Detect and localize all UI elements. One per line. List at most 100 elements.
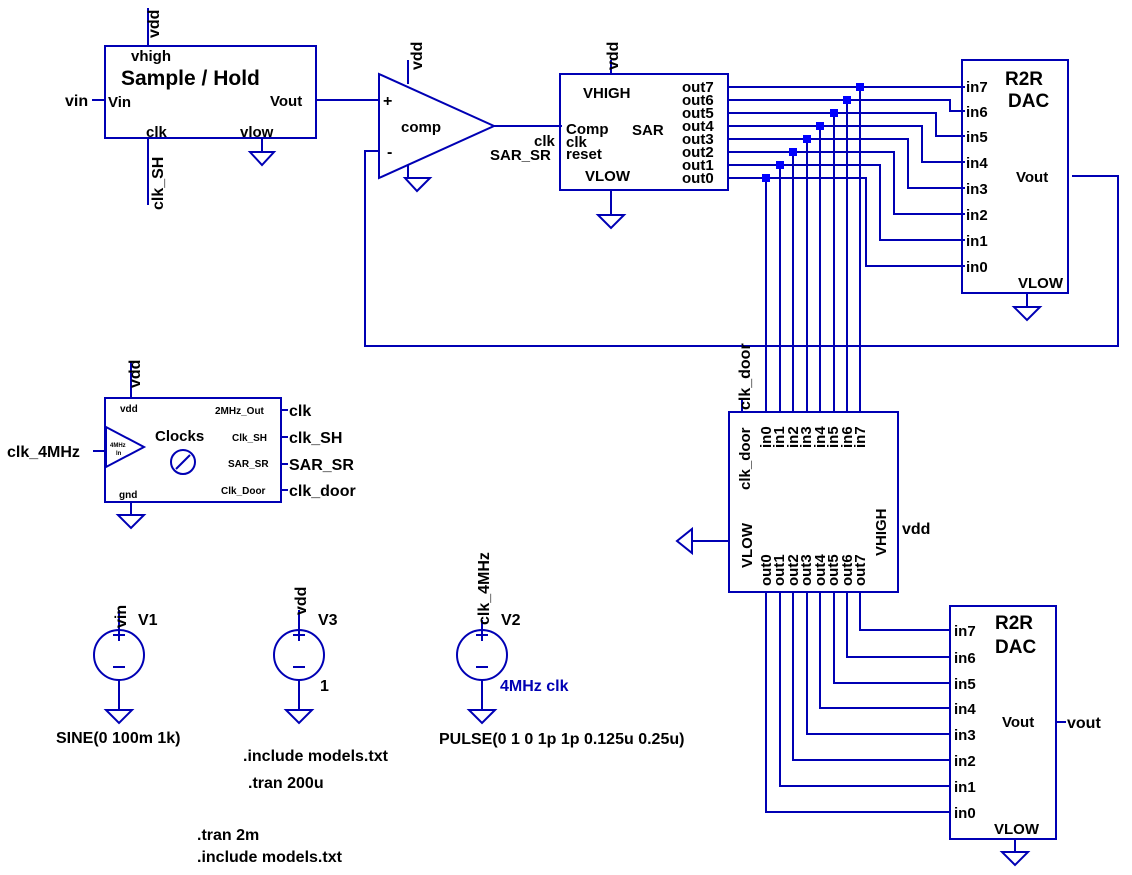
latch-in6-pin: in6 [839, 426, 856, 448]
dac1-in7-pin: in7 [966, 79, 988, 96]
dac1-in0-pin: in0 [966, 259, 988, 276]
clocks-input-line1: 4MHz [110, 443, 126, 449]
junction-dot [803, 135, 811, 143]
v2-comment: 4MHz clk [500, 678, 569, 695]
comparator[interactable]: + - comp [378, 72, 497, 180]
sample-hold-clk-pin: clk [146, 124, 168, 141]
sar-out7-pin: out7 [682, 79, 714, 96]
clocks-vdd-net: vdd [127, 360, 144, 388]
comparator-label: comp [401, 119, 441, 136]
latch-vhigh-pin: VHIGH [873, 508, 890, 556]
dac1-in4-pin: in4 [966, 155, 988, 172]
clocks-clk-door-pin: Clk_Door [221, 486, 266, 497]
dac1-in3-pin: in3 [966, 181, 988, 198]
dac2-in2-pin: in2 [954, 753, 976, 770]
junction-dot [830, 109, 838, 117]
clocks-title: Clocks [155, 428, 204, 445]
latch-out6-pin: out6 [839, 554, 856, 586]
latch-clk-door-net: clk_door [737, 343, 754, 410]
latch-vdd-net: vdd [902, 521, 930, 538]
clocks-clk-net: clk [289, 403, 311, 420]
clocks-sar-sr-pin: SAR_SR [228, 459, 269, 470]
latch-vlow-pin: VLOW [739, 522, 756, 568]
clock-dial-icon [170, 449, 196, 475]
sar-out0-pin: out0 [682, 170, 714, 187]
latch-in0-pin: in0 [758, 426, 775, 448]
sar-name: SAR [632, 122, 664, 139]
dac-1-block[interactable]: R2R DAC in7 in6 in5 in4 in3 in2 in1 in0 … [961, 59, 1069, 294]
clocks-clk-4mhz-net: clk_4MHz [7, 444, 80, 461]
source-v3[interactable]: vdd V3 1 [273, 587, 338, 725]
v2-net: clk_4MHz [476, 552, 493, 625]
clock-input-triangle [105, 425, 147, 469]
dac1-vout-pin: Vout [1016, 169, 1048, 186]
junction-dot [789, 148, 797, 156]
sample-hold-vin-pin: Vin [108, 94, 131, 111]
dac2-in3-pin: in3 [954, 727, 976, 744]
dac1-in1-pin: in1 [966, 233, 988, 250]
dac-2-block[interactable]: R2R DAC in7 in6 in5 in4 in3 in2 in1 in0 … [949, 605, 1057, 840]
sar-out1-pin: out1 [682, 157, 714, 174]
dac2-in0-pin: in0 [954, 805, 976, 822]
comparator-minus: - [387, 144, 392, 161]
sh-vdd-net: vdd [146, 10, 163, 38]
clocks-clk-sh-net: clk_SH [289, 430, 342, 447]
clocks-clk-door-net: clk_door [289, 483, 356, 500]
dac1-title-dac: DAC [1008, 91, 1049, 112]
junction-dot [816, 122, 824, 130]
sar-out5-pin: out5 [682, 105, 714, 122]
dac1-vlow-pin: VLOW [1018, 275, 1064, 292]
ground-symbol [675, 526, 693, 556]
sar-clk-net: clk [534, 133, 556, 150]
sample-hold-vout-pin: Vout [270, 93, 302, 110]
dac2-title-r2r: R2R [995, 613, 1033, 634]
ground-symbol [283, 709, 315, 725]
source-v2[interactable]: clk_4MHz V2 4MHz clk PULSE(0 1 0 1p 1p 0… [439, 552, 684, 748]
v2-name: V2 [501, 612, 521, 629]
clocks-gnd-pin: gnd [119, 490, 137, 501]
sar-out3-pin: out3 [682, 131, 714, 148]
clocks-sar-sr-net: SAR_SR [289, 457, 354, 474]
sar-clk-pin: clk [566, 134, 588, 151]
v2-value: PULSE(0 1 0 1p 1p 0.125u 0.25u) [439, 731, 684, 748]
v1-name: V1 [138, 612, 158, 629]
junction-dot [762, 174, 770, 182]
sar-out2-pin: out2 [682, 144, 714, 161]
directive-tran-2m: .tran 2m [197, 827, 259, 844]
ground-symbol [115, 514, 147, 530]
sar-block[interactable]: VHIGH Comp clk reset SAR VLOW out7 out6 … [559, 73, 729, 191]
junction-dot [856, 83, 864, 91]
source-v1[interactable]: vin V1 SINE(0 100m 1k) [56, 605, 181, 747]
clocks-2mhz-pin: 2MHz_Out [215, 406, 265, 417]
junction-dot [843, 96, 851, 104]
latch-out0-pin: out0 [758, 554, 775, 586]
sample-hold-title: Sample / Hold [121, 67, 260, 90]
latch-out7-pin: out7 [852, 554, 869, 586]
latch-out2-pin: out2 [785, 554, 802, 586]
latch-out5-pin: out5 [825, 554, 842, 586]
clocks-block[interactable]: vdd gnd 4MHz In Clocks 2MHz_Out Clk_SH S… [104, 397, 282, 503]
clocks-input-line2: In [116, 451, 122, 457]
clocks-vdd-pin: vdd [120, 404, 138, 415]
comparator-plus: + [383, 93, 392, 110]
ground-symbol [999, 851, 1031, 867]
latch-in3-pin: in3 [798, 426, 815, 448]
sample-hold-block[interactable]: Sample / Hold vhigh Vin Vout clk vlow [104, 45, 317, 141]
ground-symbol [1011, 306, 1043, 322]
latch-in2-pin: in2 [785, 426, 802, 448]
dac2-title-dac: DAC [995, 637, 1036, 658]
directive-tran-200u: .tran 200u [248, 775, 324, 792]
sh-vin-net: vin [65, 93, 88, 110]
latch-in7-pin: in7 [852, 426, 869, 448]
ground-symbol [595, 214, 627, 230]
junction-dot [776, 161, 784, 169]
sar-vhigh-pin: VHIGH [583, 85, 631, 102]
dac2-in5-pin: in5 [954, 676, 976, 693]
latch-out3-pin: out3 [798, 554, 815, 586]
ground-symbol [247, 151, 277, 167]
ground-symbol [103, 709, 135, 725]
sar-vdd-net: vdd [605, 42, 622, 70]
latch-out1-pin: out1 [771, 554, 788, 586]
latch-block[interactable]: clk_door in0 in1 in2 in3 in4 in5 in6 in7… [728, 411, 899, 593]
